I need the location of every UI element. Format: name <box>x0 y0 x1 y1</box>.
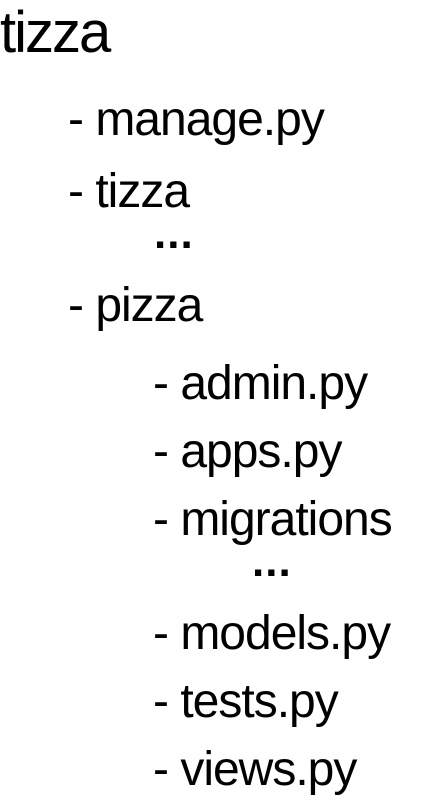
tree-item-views-py: - views.py <box>153 743 357 796</box>
tree-item-apps-py: - apps.py <box>153 425 342 478</box>
tree-item-tizza-folder: - tizza <box>68 165 190 218</box>
tree-item-manage-py: - manage.py <box>68 93 325 146</box>
tree-item-tests-py: - tests.py <box>153 675 339 728</box>
tree-item-models-py: - models.py <box>153 607 391 660</box>
tree-item-migrations-folder: - migrations <box>153 493 393 546</box>
tizza-folder-ellipsis: ... <box>154 209 194 258</box>
tree-item-admin-py: - admin.py <box>153 357 368 410</box>
tree-item-pizza-folder: - pizza <box>68 279 203 332</box>
migrations-folder-ellipsis: ... <box>252 537 292 586</box>
tree-root-label: tizza <box>0 0 111 65</box>
